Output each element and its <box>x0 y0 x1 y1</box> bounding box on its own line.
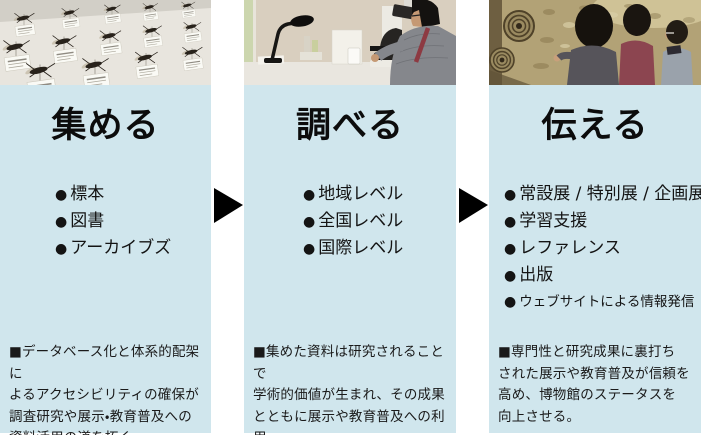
list-item-label: 図書 <box>70 211 105 231</box>
bullet-icon: ● <box>303 214 316 230</box>
list-item: ●出版 <box>504 262 701 289</box>
communicate-panel: 伝える ●常設展 / 特別展 / 企画展 ●学習支援 ●レファレンス ●出版 ●… <box>489 85 701 433</box>
note-line: された展示や教育普及が信頼を <box>498 365 690 382</box>
insect-specimens-image <box>0 0 211 85</box>
collect-title: 集める <box>51 106 160 146</box>
bullet-icon: ● <box>55 241 68 257</box>
column-communicate: 伝える ●常設展 / 特別展 / 企画展 ●学習支援 ●レファレンス ●出版 ●… <box>489 0 701 433</box>
bullet-icon: ● <box>504 294 517 310</box>
research-panel: 調べる ●地域レベル ●全国レベル ●国際レベル ■集めた資料は研究されることで… <box>244 85 456 435</box>
note-line: 高め、博物館のステータスを <box>498 387 677 403</box>
communicate-note: ■専門性と研究成果に裏打ち された展示や教育普及が信頼を 高め、博物館のステータ… <box>498 342 698 428</box>
collect-list: ●標本 ●図書 ●アーカイブズ <box>0 181 211 262</box>
fossil-wall-visitors-photo <box>489 0 701 85</box>
note-line: 学術的価値が生まれ、その成果 <box>253 387 445 403</box>
list-item: ●国際レベル <box>303 235 456 262</box>
list-item-label: 国際レベル <box>318 238 404 258</box>
list-item: ●レファレンス <box>504 235 701 262</box>
arrow-right-icon <box>459 188 488 223</box>
bullet-icon: ● <box>504 268 517 284</box>
list-item: ●常設展 / 特別展 / 企画展 <box>504 181 701 208</box>
fossil-wall-visitors-image <box>489 0 701 85</box>
note-line: とともに展示や教育普及への利用 <box>253 408 445 435</box>
list-item: ●ウェブサイトによる情報発信 <box>504 289 701 315</box>
list-item-label: 標本 <box>70 184 105 204</box>
note-line: ■専門性と研究成果に裏打ち <box>498 344 676 360</box>
insect-specimens-photo <box>0 0 211 85</box>
list-item-label: 学習支援 <box>519 211 588 231</box>
list-item: ●地域レベル <box>303 181 456 208</box>
list-item-label: 全国レベル <box>318 211 404 231</box>
bullet-icon: ● <box>303 187 316 203</box>
research-title: 調べる <box>295 106 404 146</box>
note-line: 向上させる。 <box>498 408 581 425</box>
bullet-icon: ● <box>55 187 68 203</box>
bullet-icon: ● <box>55 214 68 230</box>
list-item: ●標本 <box>55 181 211 208</box>
research-note: ■集めた資料は研究されることで 学術的価値が生まれ、その成果 とともに展示や教育… <box>253 342 453 435</box>
note-line: 資料活用の道を拓く。 <box>9 430 146 435</box>
bullet-icon: ● <box>303 241 316 257</box>
column-research: 調べる ●地域レベル ●全国レベル ●国際レベル ■集めた資料は研究されることで… <box>244 0 456 435</box>
bullet-icon: ● <box>504 241 517 257</box>
note-line: ■集めた資料は研究されることで <box>253 344 445 382</box>
research-list: ●地域レベル ●全国レベル ●国際レベル <box>244 181 456 262</box>
microscope-researcher-image <box>244 0 456 85</box>
list-item-label: レファレンス <box>519 238 621 258</box>
bullet-icon: ● <box>504 214 517 230</box>
list-item-label: アーカイブズ <box>70 238 172 258</box>
list-item: ●全国レベル <box>303 208 456 235</box>
column-collect: 集める ●標本 ●図書 ●アーカイブズ ■データベース化と体系的配架に よるアク… <box>0 0 211 435</box>
note-line: ■データベース化と体系的配架に <box>9 344 200 382</box>
collect-panel: 集める ●標本 ●図書 ●アーカイブズ ■データベース化と体系的配架に よるアク… <box>0 85 211 435</box>
note-line: よるアクセシビリティの確保が <box>9 387 199 403</box>
list-item-label: 出版 <box>519 265 554 285</box>
list-item-label: 常設展 / 特別展 / 企画展 <box>519 184 701 204</box>
list-item: ●アーカイブズ <box>55 235 211 262</box>
arrow-right-icon <box>214 188 243 223</box>
list-item: ●学習支援 <box>504 208 701 235</box>
collect-note: ■データベース化と体系的配架に よるアクセシビリティの確保が 調査研究や展示・教… <box>9 342 209 435</box>
communicate-title: 伝える <box>541 106 649 146</box>
bullet-icon: ● <box>504 187 517 203</box>
microscope-researcher-photo <box>244 0 456 85</box>
note-line: 調査研究や展示・教育普及への <box>9 408 192 425</box>
list-item-label: 地域レベル <box>318 184 404 204</box>
communicate-list: ●常設展 / 特別展 / 企画展 ●学習支援 ●レファレンス ●出版 ●ウェブサ… <box>489 181 701 315</box>
list-item-label: ウェブサイトによる情報発信 <box>519 294 695 310</box>
list-item: ●図書 <box>55 208 211 235</box>
